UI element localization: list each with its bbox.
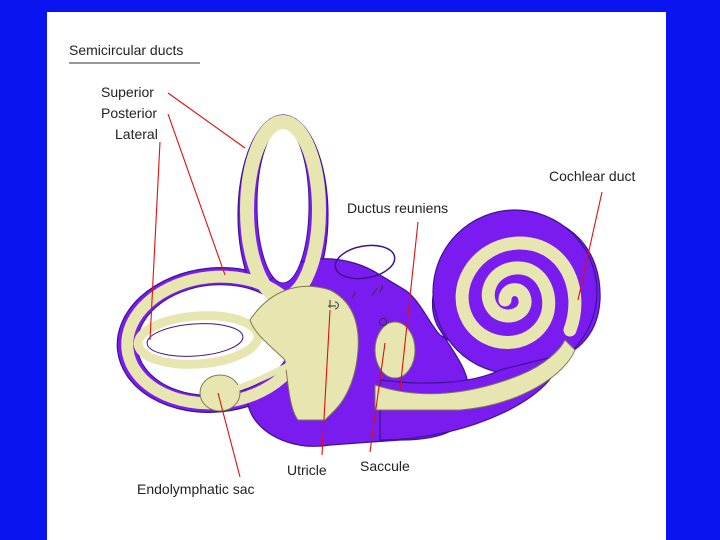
leader-saccule (369, 342, 386, 453)
saccule (374, 321, 416, 379)
endolymphatic-sac-label: Endolymphatic sac (137, 481, 255, 497)
cochlear-duct-label: Cochlear duct (549, 168, 635, 184)
lateral-duct (133, 311, 263, 369)
saccule-label: Saccule (360, 458, 410, 474)
labels: Semicircular ducts Superior Posterior La… (69, 42, 635, 497)
posterior-label: Posterior (101, 105, 157, 121)
ductus-reuniens-label: Ductus reuniens (347, 200, 448, 216)
leader-utricle (321, 309, 331, 456)
endolymphatic-duct (235, 357, 301, 391)
cochlear-base (374, 339, 576, 411)
endolymph (121, 115, 582, 421)
endolymphatic-sac (199, 374, 241, 412)
utricle-label: Utricle (287, 462, 327, 478)
leader-posterior (167, 113, 226, 276)
leader-reuniens (399, 221, 419, 391)
lateral-label: Lateral (115, 126, 158, 142)
leader-superior (167, 92, 246, 149)
leader-lateral (149, 141, 161, 341)
superior-label: Superior (101, 84, 154, 100)
cochlear-spiral (455, 236, 582, 349)
slide-panel: Semicircular ducts Superior Posterior La… (47, 12, 666, 540)
leader-endolymphatic (217, 392, 241, 478)
leader-lines (69, 62, 603, 478)
ductus-reuniens-loop (334, 244, 396, 280)
heading-label: Semicircular ducts (69, 42, 183, 58)
leader-cochlear (577, 191, 603, 301)
utricle (249, 285, 359, 421)
inner-ear-diagram: Semicircular ducts Superior Posterior La… (69, 42, 635, 497)
